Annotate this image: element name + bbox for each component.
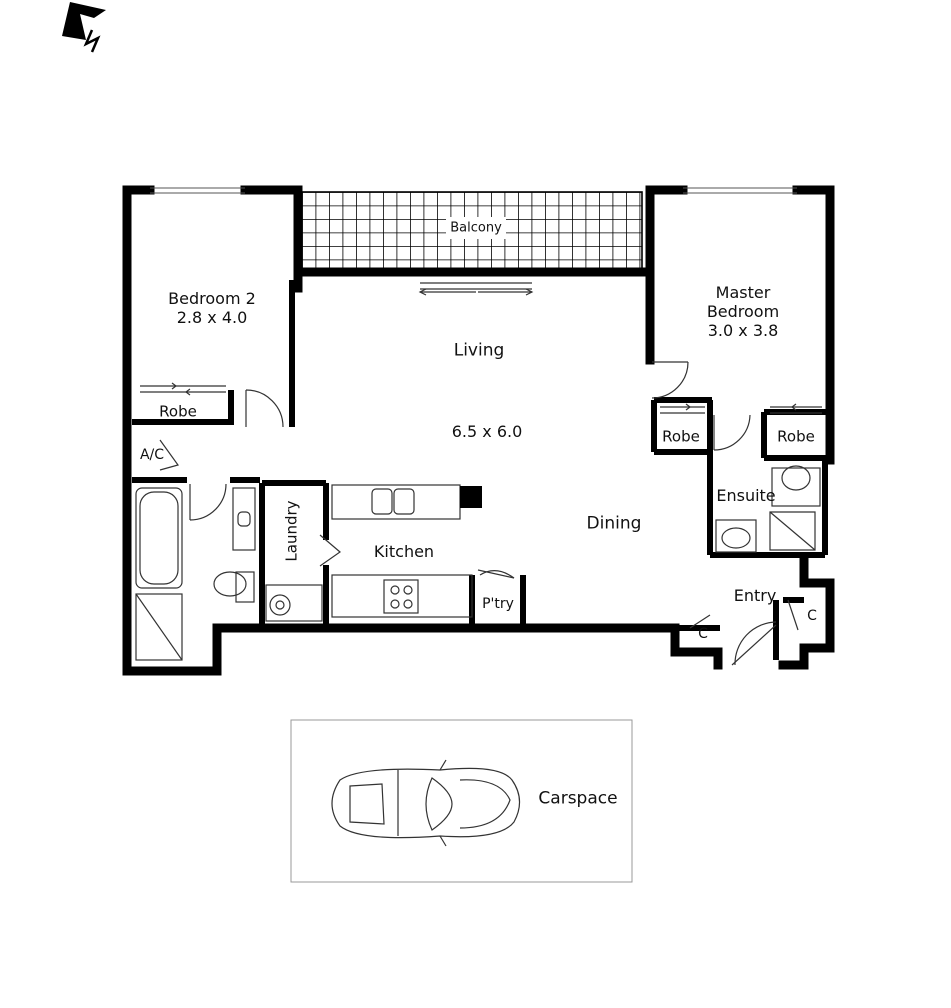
bedroom2-name: Bedroom 2: [168, 288, 256, 308]
kitchen-label: Kitchen: [373, 542, 435, 561]
door-swings: [159, 361, 799, 666]
exterior-walls: [122, 185, 835, 676]
kitchen-column: [460, 486, 482, 508]
interior-walls: [132, 280, 830, 660]
sliding-doors: [140, 282, 822, 414]
carspace-label: Carspace: [538, 788, 618, 809]
balcony-label: Balcony: [448, 220, 504, 236]
cupboard-right-label: C: [807, 608, 817, 624]
ac-label: A/C: [139, 447, 165, 463]
bedroom2-robe-label: Robe: [159, 402, 197, 421]
living-label: Living: [453, 340, 505, 361]
kitchen-fixtures: [265, 484, 473, 622]
ensuite-label: Ensuite: [716, 486, 776, 505]
cupboard-left-label: C: [698, 626, 708, 642]
car-icon: [331, 759, 521, 847]
dining-label: Dining: [586, 513, 642, 534]
master-bedroom-name-1: Master: [715, 283, 771, 303]
laundry-label: Laundry: [282, 500, 301, 562]
master-bedroom-name-2: Bedroom: [706, 302, 780, 322]
pantry-label: P'try: [482, 596, 514, 612]
bedroom2-label: Bedroom 2 2.8 x 4.0: [168, 289, 256, 327]
entry-label: Entry: [733, 586, 777, 605]
master-bedroom-size: 3.0 x 3.8: [707, 321, 779, 341]
master-robe-left-label: Robe: [662, 427, 700, 446]
windows: [150, 187, 797, 194]
master-bedroom-label: Master Bedroom 3.0 x 3.8: [707, 283, 779, 341]
living-size-label: 6.5 x 6.0: [451, 422, 523, 441]
north-arrow-icon: [62, 2, 106, 53]
master-robe-right-label: Robe: [777, 427, 815, 446]
bedroom2-size: 2.8 x 4.0: [176, 308, 248, 327]
carspace-outline: [290, 719, 633, 883]
bathroom-fixtures: [135, 465, 821, 661]
